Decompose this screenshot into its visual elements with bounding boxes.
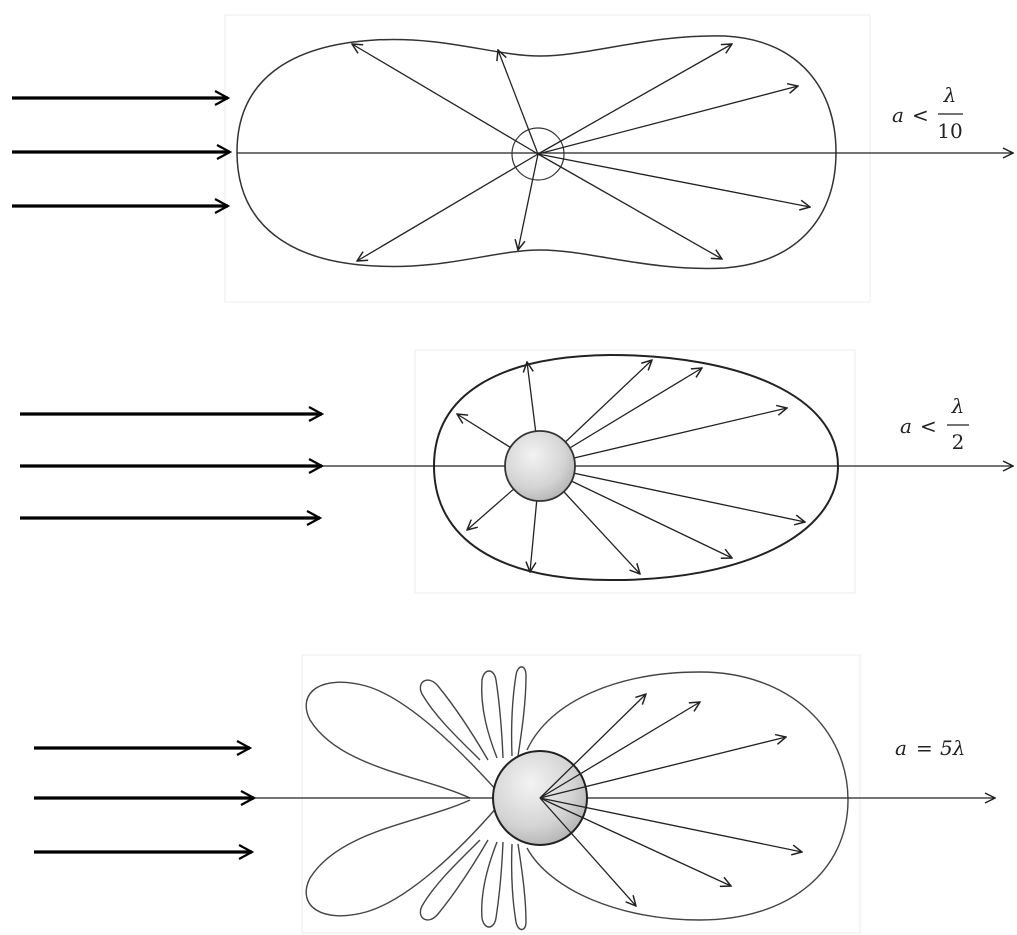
svg-text:10: 10: [937, 119, 962, 143]
scattered-ray: [539, 797, 636, 906]
svg-text:a: a: [892, 103, 904, 127]
panel-medium-particle: a < λ 2: [20, 349, 1013, 594]
side-lobe: [510, 666, 527, 757]
incident-rays: [12, 98, 230, 206]
panel-large-particle: a = 5λ: [34, 654, 995, 934]
scattering-lobes: [305, 666, 849, 931]
side-lobe: [510, 843, 527, 931]
scattered-ray: [537, 44, 732, 155]
svg-text:a: a: [900, 414, 912, 438]
scattered-ray: [539, 408, 787, 467]
svg-text:<: <: [920, 414, 937, 438]
scattered-ray: [539, 465, 805, 522]
scattered-ray: [357, 153, 539, 261]
side-lobe: [419, 679, 489, 761]
scattered-ray: [539, 737, 786, 799]
scattered-ray: [537, 153, 722, 259]
svg-text:=: =: [916, 736, 933, 760]
scattering-lobe: [236, 35, 837, 270]
scattering-lobe: [432, 353, 840, 582]
svg-text:a: a: [895, 736, 907, 760]
backward-lobe: [305, 681, 499, 799]
scattered-ray: [537, 153, 810, 207]
svg-text:λ: λ: [943, 83, 957, 107]
particle: [504, 430, 576, 502]
panel-frame: [224, 14, 871, 303]
svg-text:<: <: [912, 103, 929, 127]
svg-text:2: 2: [952, 430, 965, 454]
size-label: a = 5λ: [895, 736, 965, 760]
svg-text:λ: λ: [951, 394, 965, 418]
scattered-ray: [498, 50, 539, 155]
panel-small-particle: a < λ 10: [12, 14, 1013, 303]
panel-frame: [414, 349, 856, 594]
scattered-ray: [537, 86, 798, 155]
forward-lobe: [526, 671, 849, 921]
scattered-ray: [539, 797, 802, 852]
side-lobe: [419, 839, 489, 921]
scattered-ray: [539, 702, 700, 799]
incident-rays: [34, 748, 254, 852]
scattered-rays: [352, 44, 810, 261]
svg-text:5λ: 5λ: [940, 736, 965, 760]
backward-lobe: [305, 799, 499, 917]
side-lobe: [480, 670, 504, 759]
incident-rays: [20, 414, 322, 518]
particle: [511, 127, 565, 181]
scattered-ray: [539, 694, 646, 799]
scattered-rays: [539, 694, 802, 906]
size-label: a < λ 10: [892, 83, 963, 143]
scattered-ray: [539, 797, 731, 886]
scattered-ray: [518, 153, 539, 250]
side-lobe: [480, 841, 504, 928]
scattered-ray: [352, 44, 539, 155]
size-label: a < λ 2: [900, 394, 969, 454]
panel-frame: [301, 654, 861, 934]
